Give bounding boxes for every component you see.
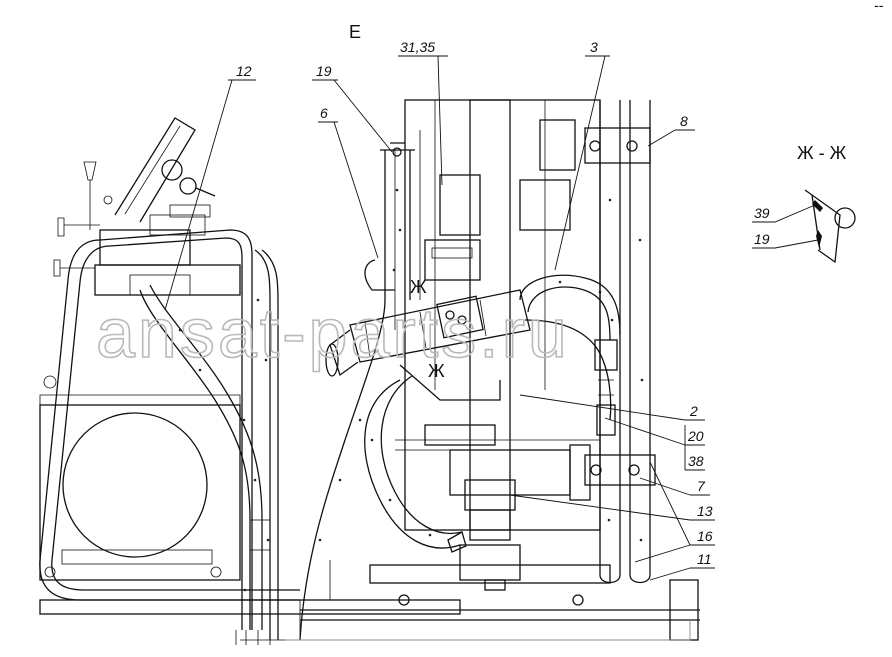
callout-7: 7 xyxy=(697,478,706,494)
corner-mark: -- xyxy=(874,0,884,13)
curved-hose-13 xyxy=(364,375,467,553)
view-label: Е xyxy=(349,22,361,42)
section-mark-lower: Ж xyxy=(428,361,445,381)
callout-31-35: 31,35 xyxy=(400,39,435,55)
base-rails xyxy=(285,560,700,641)
leader-lines xyxy=(164,55,715,581)
section-detail xyxy=(752,189,856,264)
callout-13: 13 xyxy=(697,503,713,519)
upper-arch-hose xyxy=(519,274,621,421)
section-callout-19: 19 xyxy=(754,231,770,247)
valve-fittings xyxy=(594,339,618,436)
callout-20: 20 xyxy=(687,428,704,444)
labels: Е Ж - Ж Ж Ж -- 12 19 6 31,35 3 8 2 20 38… xyxy=(236,0,884,567)
right-hoses xyxy=(584,100,656,584)
callout-11: 11 xyxy=(697,551,712,567)
callout-38: 38 xyxy=(688,453,704,469)
callout-19: 19 xyxy=(316,63,332,79)
section-callout-39: 39 xyxy=(754,205,770,221)
section-mark-upper: Ж xyxy=(410,277,427,297)
callout-2: 2 xyxy=(689,403,698,419)
lower-motor xyxy=(395,424,600,591)
callout-8: 8 xyxy=(680,113,688,129)
left-hoses xyxy=(139,249,279,645)
pump-cylinder xyxy=(325,289,531,401)
watermark: ansat-parts.ru xyxy=(96,294,570,372)
callout-16: 16 xyxy=(697,528,713,544)
callout-3: 3 xyxy=(590,39,598,55)
callout-6: 6 xyxy=(320,105,328,121)
section-title: Ж - Ж xyxy=(797,143,847,163)
left-valve-block xyxy=(53,117,241,296)
callout-12: 12 xyxy=(236,63,252,79)
hose-pair-19 xyxy=(299,142,415,641)
